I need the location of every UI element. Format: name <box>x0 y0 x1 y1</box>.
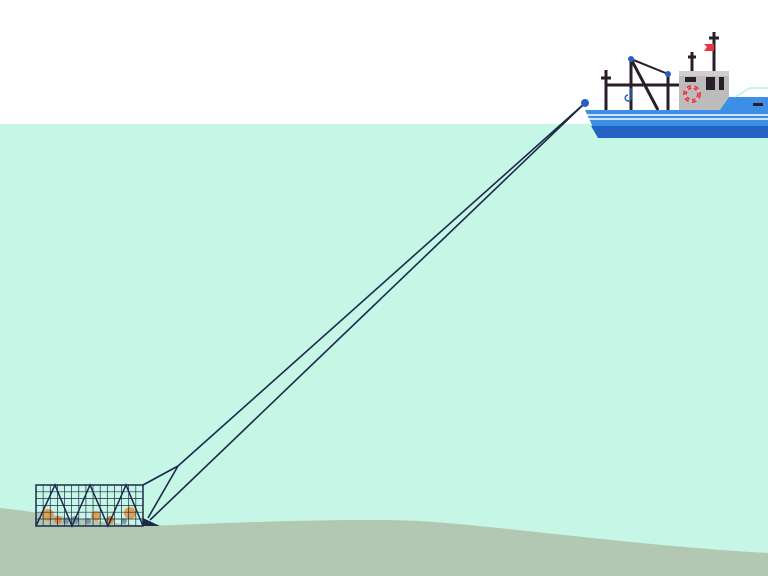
hook-icon <box>624 88 632 102</box>
dredge-cage <box>35 483 160 528</box>
seabed <box>0 508 768 576</box>
tow-ropes <box>142 102 586 521</box>
water <box>0 124 768 576</box>
tow-winch <box>581 99 589 107</box>
fishing-boat <box>581 32 768 138</box>
flag <box>704 44 714 51</box>
sky <box>0 0 768 124</box>
lifebuoy-icon <box>683 85 701 103</box>
